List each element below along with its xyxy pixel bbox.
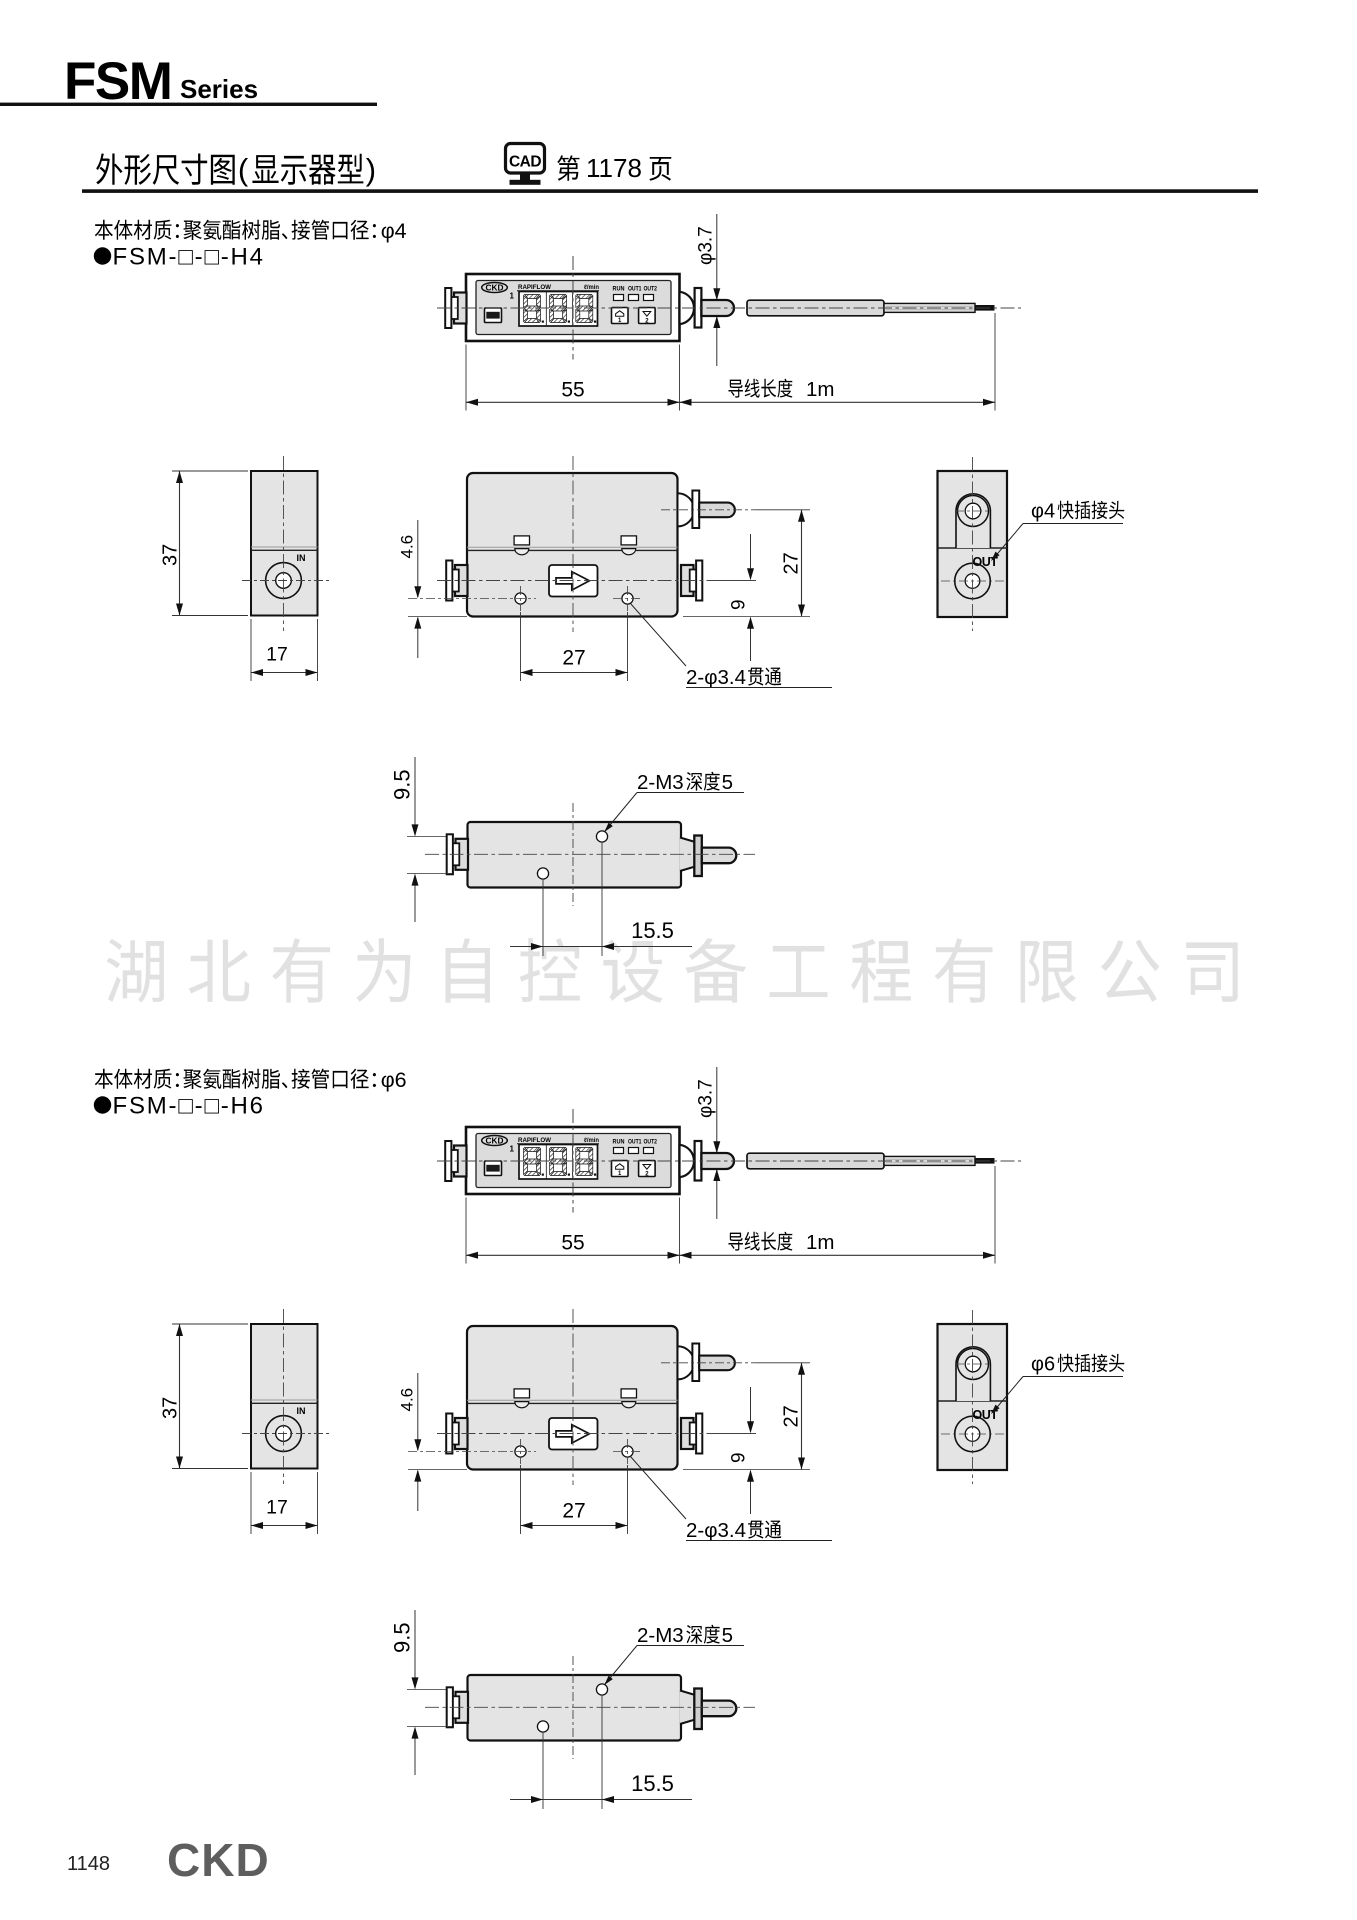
svg-text:RAPIFLOW: RAPIFLOW [518, 284, 552, 291]
svg-text:2-M3: 2-M3 [637, 771, 684, 794]
svg-text:27: 27 [781, 552, 803, 574]
svg-text:1m: 1m [806, 1231, 834, 1254]
svg-text:15.5: 15.5 [631, 1771, 674, 1796]
svg-text:RUN: RUN [613, 286, 625, 293]
svg-text:RUN: RUN [613, 1139, 625, 1146]
svg-text:9: 9 [729, 1452, 750, 1463]
svg-text:55: 55 [561, 379, 584, 402]
svg-text:5: 5 [722, 1624, 733, 1647]
svg-text:(: ( [238, 152, 249, 187]
svg-text:1: 1 [618, 1171, 622, 1177]
svg-text:9: 9 [729, 599, 750, 610]
svg-text:1: 1 [510, 1145, 515, 1154]
svg-text:2-φ3.4: 2-φ3.4 [686, 666, 746, 689]
svg-text:2-M3: 2-M3 [637, 1624, 684, 1647]
svg-text:CKD: CKD [486, 283, 504, 292]
svg-text:17: 17 [266, 1497, 288, 1519]
svg-text:FSM-□-□-H4: FSM-□-□-H4 [113, 244, 265, 271]
svg-text:55: 55 [561, 1232, 584, 1255]
svg-text:1m: 1m [806, 378, 834, 401]
svg-text:2: 2 [645, 1172, 649, 1178]
svg-text:CKD: CKD [167, 1834, 270, 1886]
svg-text:9.5: 9.5 [390, 769, 415, 800]
svg-text:4.6: 4.6 [398, 535, 417, 559]
svg-text:CKD: CKD [486, 1136, 504, 1145]
svg-text:φ3.7: φ3.7 [696, 1079, 717, 1118]
svg-text:37: 37 [160, 544, 182, 566]
svg-text:φ6: φ6 [381, 1068, 407, 1092]
svg-text:IN: IN [297, 553, 306, 563]
svg-text:φ3.7: φ3.7 [696, 226, 717, 265]
svg-text:1148: 1148 [67, 1853, 110, 1875]
svg-text:27: 27 [781, 1405, 803, 1427]
svg-text:1: 1 [510, 292, 515, 301]
svg-text:27: 27 [562, 1500, 585, 1523]
svg-text:FSM-□-□-H6: FSM-□-□-H6 [113, 1093, 265, 1120]
svg-text:OUT2: OUT2 [644, 1139, 658, 1146]
svg-text:RAPIFLOW: RAPIFLOW [518, 1137, 552, 1144]
svg-text:OUT1: OUT1 [628, 286, 642, 293]
svg-text:OUT1: OUT1 [628, 1139, 642, 1146]
svg-text:φ4: φ4 [381, 219, 407, 243]
svg-text:27: 27 [562, 647, 585, 670]
svg-text:φ6: φ6 [1031, 1354, 1055, 1376]
svg-text:1: 1 [618, 318, 622, 324]
svg-text:ℓ/min: ℓ/min [583, 284, 599, 291]
svg-text:IN: IN [297, 1406, 306, 1416]
svg-text:FSM: FSM [64, 52, 171, 111]
svg-text:5: 5 [722, 771, 733, 794]
svg-text:ℓ/min: ℓ/min [583, 1137, 599, 1144]
svg-text:15.5: 15.5 [631, 918, 674, 943]
svg-text:CAD: CAD [509, 154, 541, 171]
svg-text:φ4: φ4 [1031, 501, 1055, 523]
svg-text:2-φ3.4: 2-φ3.4 [686, 1519, 746, 1542]
svg-text:2: 2 [645, 319, 649, 325]
svg-text:37: 37 [160, 1397, 182, 1419]
svg-text:9.5: 9.5 [390, 1622, 415, 1653]
svg-text:17: 17 [266, 644, 288, 666]
svg-text:1178: 1178 [586, 153, 642, 183]
svg-text:OUT2: OUT2 [644, 286, 658, 293]
svg-text:): ) [366, 152, 376, 187]
svg-text:4.6: 4.6 [398, 1388, 417, 1412]
svg-text:Series: Series [180, 74, 258, 104]
